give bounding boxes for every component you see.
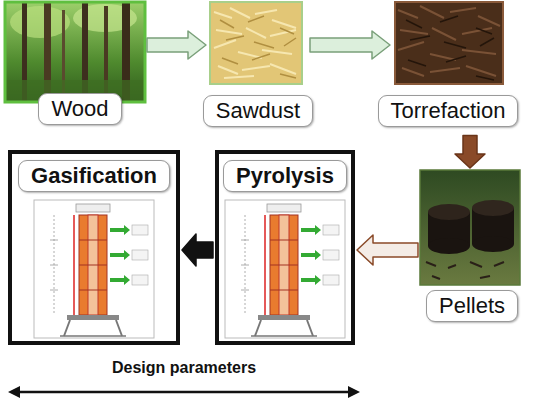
gasification-reactor-schematic bbox=[34, 200, 154, 338]
reactor-box: Gasification bbox=[8, 150, 180, 345]
torrefied-biomass-photo bbox=[395, 2, 503, 84]
process-step: Torrefaction bbox=[392, 2, 504, 133]
step-label: Sawdust bbox=[203, 95, 313, 127]
step-label: Gasification bbox=[18, 160, 170, 192]
pyrolysis-reactor-schematic bbox=[225, 200, 345, 338]
reactor-box: Pyrolysis bbox=[215, 150, 355, 345]
flow-arrow bbox=[455, 135, 485, 168]
forest-photo bbox=[5, 2, 145, 102]
sawdust-photo bbox=[210, 2, 302, 84]
flow-arrow bbox=[310, 31, 390, 59]
flow-arrow bbox=[147, 31, 206, 59]
step-label: Wood bbox=[38, 93, 121, 125]
step-label: Torrefaction bbox=[378, 95, 519, 127]
axis-label: Design parameters bbox=[112, 358, 256, 377]
process-step: Wood bbox=[5, 2, 145, 132]
flow-arrow bbox=[182, 234, 213, 266]
pellets-photo bbox=[420, 170, 520, 285]
double-arrow bbox=[8, 386, 360, 398]
process-step: Pellets bbox=[420, 170, 524, 330]
step-label: Pyrolysis bbox=[223, 160, 347, 192]
step-label: Pellets bbox=[426, 290, 518, 322]
flow-arrow bbox=[357, 235, 418, 265]
process-step: Sawdust bbox=[208, 2, 308, 133]
